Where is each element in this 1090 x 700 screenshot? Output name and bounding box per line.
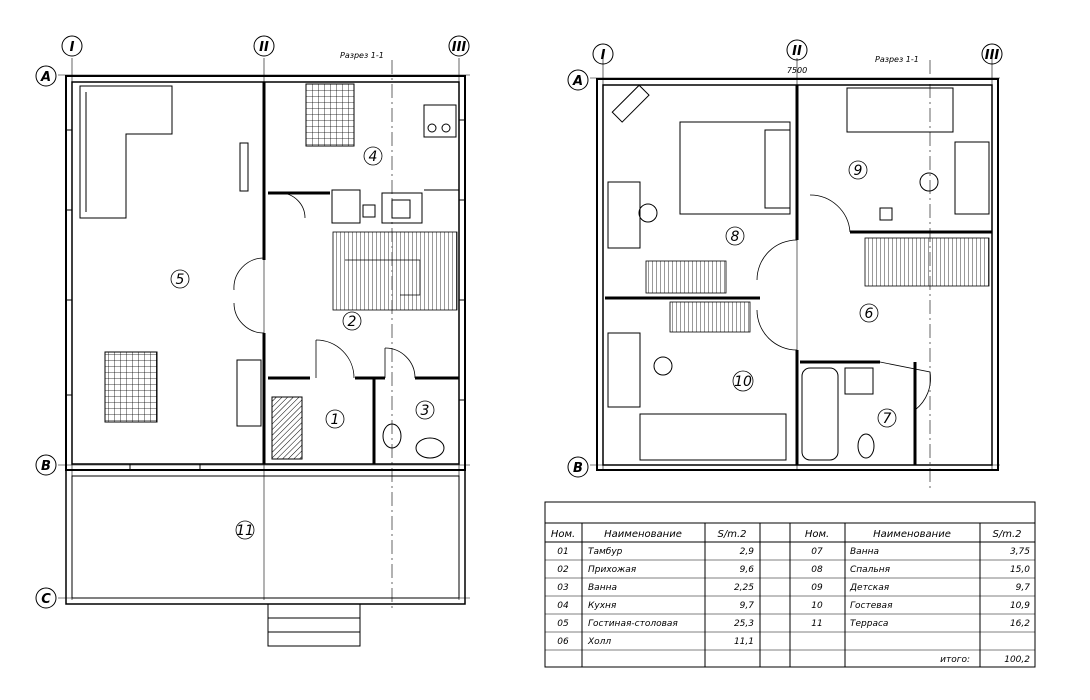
axis-row-a-f2: A bbox=[572, 74, 583, 89]
axis-col-3-f2: III bbox=[985, 48, 1000, 63]
table-cell: 16,2 bbox=[1010, 619, 1030, 629]
table-cell: 08 bbox=[811, 565, 823, 575]
table-cell: Тамбур bbox=[588, 547, 623, 557]
table-cell: 15,0 bbox=[1010, 565, 1030, 575]
axis-row-c: C bbox=[41, 592, 51, 607]
table-cell: 9,6 bbox=[740, 565, 755, 575]
interior-walls-2 bbox=[605, 85, 992, 465]
section-mark-2: Разрез 1-1 bbox=[875, 55, 919, 64]
axis-col-1: I bbox=[70, 40, 75, 55]
axis-bubbles bbox=[35, 35, 470, 609]
doors-2 bbox=[756, 194, 931, 411]
axis-col-1-f2: I bbox=[601, 48, 606, 63]
table-cell: 11 bbox=[811, 619, 822, 629]
table-cell: 03 bbox=[557, 583, 569, 593]
table-header-name-left: Наименование bbox=[604, 529, 682, 540]
dimension-label: 7500 bbox=[787, 66, 807, 75]
bedroom-furniture bbox=[607, 84, 791, 249]
table-cell: 05 bbox=[557, 619, 569, 629]
table-cell: Терраса bbox=[850, 619, 888, 629]
room-number-6: 6 bbox=[865, 306, 874, 322]
guest-furniture bbox=[607, 332, 787, 461]
table-cell: Ванна bbox=[850, 547, 879, 557]
nursery-furniture bbox=[846, 87, 990, 221]
room-number-4: 4 bbox=[369, 149, 378, 165]
room-number-7: 7 bbox=[883, 411, 892, 427]
axis-row-b-f2: B bbox=[573, 461, 583, 476]
bathroom-fixtures-2 bbox=[801, 367, 875, 461]
table-cell: 07 bbox=[811, 547, 823, 557]
ground-floor-plan bbox=[35, 35, 470, 647]
kitchen-furniture bbox=[305, 83, 459, 224]
table-cell: Кухня bbox=[588, 601, 617, 611]
interior-walls bbox=[262, 82, 459, 464]
table-cell: Гостевая bbox=[850, 601, 893, 611]
table-header-num-left: Ном. bbox=[551, 529, 575, 540]
table-rows-right: 07 Ванна 3,75 08 Спальня 15,0 09 Детская… bbox=[811, 547, 1030, 665]
axis-col-2-f2: II bbox=[792, 44, 802, 59]
table-cell: 10,9 bbox=[1010, 601, 1030, 611]
upper-floor-plan bbox=[567, 39, 1003, 490]
staircase bbox=[332, 231, 458, 311]
table-cell: 01 bbox=[557, 547, 568, 557]
room-number-3: 3 bbox=[421, 403, 430, 419]
exterior-walls-2 bbox=[596, 78, 999, 471]
windows bbox=[66, 119, 465, 470]
terrace bbox=[65, 469, 466, 647]
room-number-11: 11 bbox=[236, 523, 254, 539]
room-markers-2 bbox=[725, 160, 897, 428]
room-number-2: 2 bbox=[348, 314, 357, 330]
room-number-8: 8 bbox=[731, 229, 740, 245]
axis-row-b: B bbox=[41, 459, 51, 474]
bathroom-fixtures bbox=[271, 396, 445, 460]
table-cell: Детская bbox=[849, 583, 890, 593]
section-mark-1: Разрез 1-1 bbox=[340, 51, 384, 60]
table-cell: 10 bbox=[811, 601, 823, 611]
table-cell: 09 bbox=[811, 583, 823, 593]
room-number-1: 1 bbox=[331, 412, 340, 428]
table-total-value: 100,2 bbox=[1004, 655, 1030, 665]
table-cell: 9,7 bbox=[740, 601, 755, 611]
table-total-label: итого: bbox=[940, 655, 970, 665]
table-cell: 2,25 bbox=[734, 583, 754, 593]
table-cell: 11,1 bbox=[734, 637, 754, 647]
doors bbox=[233, 192, 416, 379]
living-furniture bbox=[79, 85, 262, 427]
staircase-2 bbox=[645, 237, 990, 333]
table-cell: 2,9 bbox=[740, 547, 755, 557]
axis-bubbles-2 bbox=[567, 39, 1003, 478]
table-header-area-right: S/m.2 bbox=[993, 529, 1022, 540]
room-markers bbox=[170, 146, 435, 540]
table-header-name-right: Наименование bbox=[873, 529, 951, 540]
table-cell: 9,7 bbox=[1016, 583, 1031, 593]
axis-col-3: III bbox=[452, 40, 467, 55]
table-cell: 02 bbox=[557, 565, 569, 575]
table-rows-left: 01 Тамбур 2,9 02 Прихожая 9,6 03 Ванна 2… bbox=[557, 547, 754, 647]
room-number-9: 9 bbox=[854, 163, 863, 179]
table-cell: Холл bbox=[587, 637, 611, 647]
table-cell: Ванна bbox=[588, 583, 617, 593]
axis-col-2: II bbox=[259, 40, 269, 55]
table-cell: 3,75 bbox=[1010, 547, 1030, 557]
room-number-10: 10 bbox=[734, 374, 752, 390]
table-cell: 25,3 bbox=[734, 619, 754, 629]
table-header-area-left: S/m.2 bbox=[718, 529, 747, 540]
axis-row-a: A bbox=[40, 70, 51, 85]
table-cell: 06 bbox=[557, 637, 569, 647]
labels: I II III A B C Разрез 1-1 I II III A B Р… bbox=[40, 40, 1022, 607]
room-number-5: 5 bbox=[176, 272, 185, 288]
table-cell: 04 bbox=[557, 601, 569, 611]
table-cell: Прихожая bbox=[588, 565, 637, 575]
room-table bbox=[544, 501, 1036, 668]
table-cell: Гостиная-столовая bbox=[588, 619, 678, 629]
table-cell: Спальня bbox=[850, 565, 891, 575]
table-header-num-right: Ном. bbox=[805, 529, 829, 540]
